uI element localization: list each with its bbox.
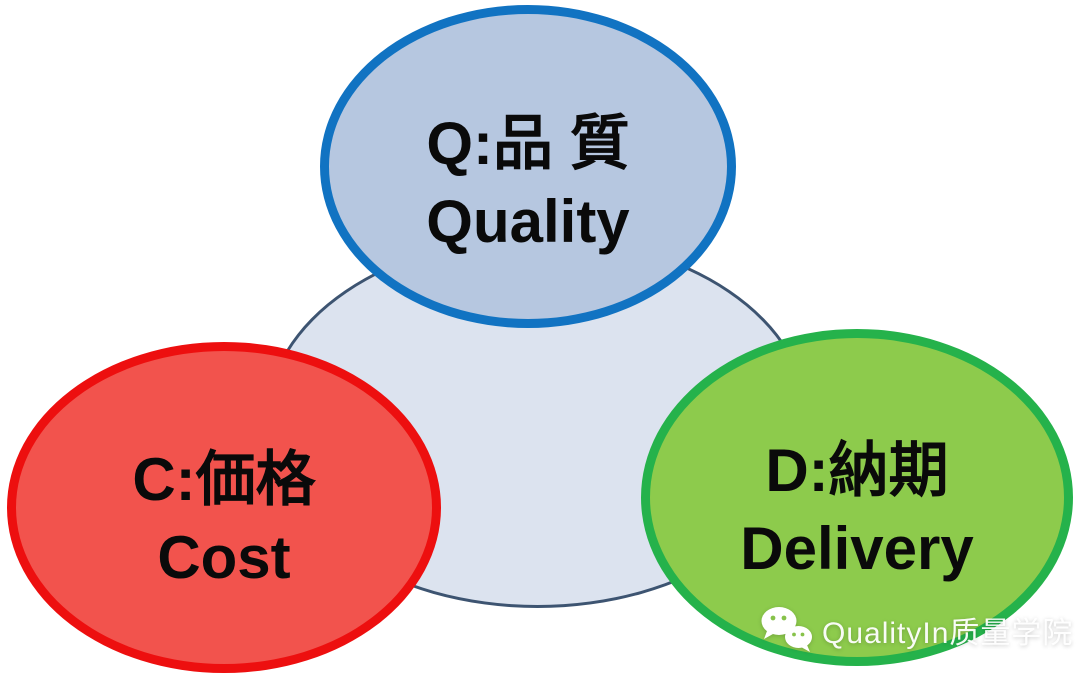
cost-label-jp: C:価格 [132,445,316,513]
watermark-text: QualityIn质量学院 [822,617,1074,650]
delivery-label-en: Delivery [740,514,974,582]
watermark: QualityIn质量学院 [760,606,1073,654]
quality-label-jp: Q:品 質 [426,109,630,177]
cost-ellipse: C:価格 Cost [7,342,441,673]
quality-label-en: Quality [426,187,630,255]
cost-label-en: Cost [157,523,291,591]
quality-ellipse: Q:品 質 Quality [320,5,736,328]
delivery-label-jp: D:納期 [765,436,949,504]
delivery-ellipse: D:納期 Delivery [641,329,1073,666]
wechat-icon [761,607,812,652]
